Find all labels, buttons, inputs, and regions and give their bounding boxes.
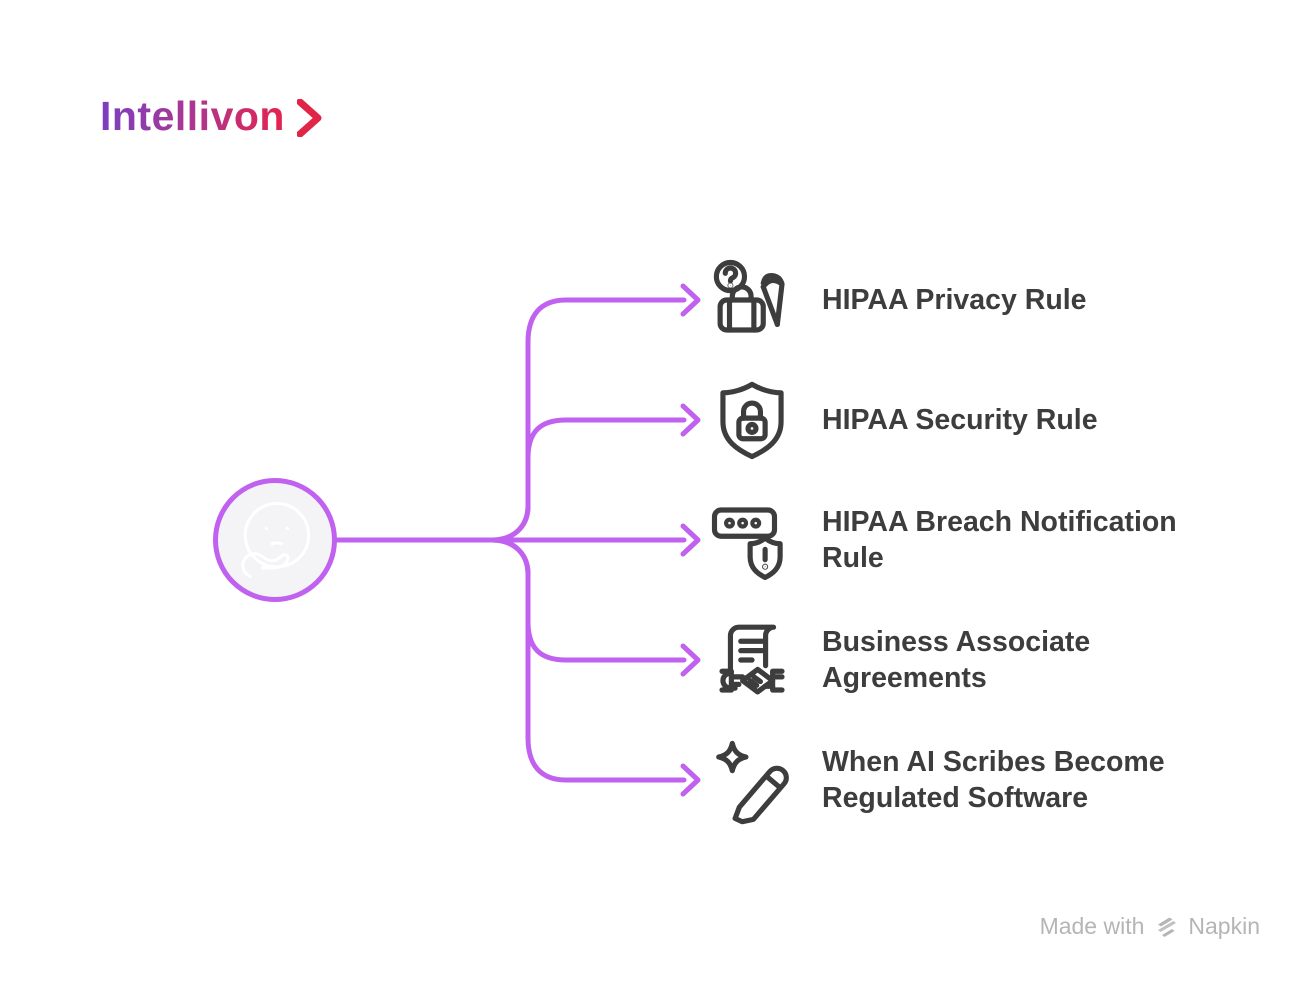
branch-label: Business Associate Agreements (822, 626, 1091, 694)
arrowhead-2 (680, 403, 701, 437)
thinking-face-icon (241, 501, 311, 579)
branch-item-business-associate-agreements[interactable]: Business Associate Agreements (706, 605, 1266, 715)
branch-item-hipaa-breach-notification-rule[interactable]: HIPAA Breach Notification Rule (706, 485, 1266, 595)
arrowhead-3 (680, 523, 701, 557)
intellivon-logo: Intellivon (100, 96, 323, 137)
branch-item-hipaa-security-rule[interactable]: HIPAA Security Rule (706, 365, 1266, 475)
branch-label: HIPAA Security Rule (822, 404, 1098, 436)
branch-curve-4 (489, 537, 687, 663)
logo-text: Intellivon (100, 93, 285, 139)
branch-curve-5 (489, 537, 687, 783)
branch-label: When AI Scribes Become Regulated Softwar… (822, 746, 1165, 814)
arrowhead-4 (680, 643, 701, 677)
arrowhead-1 (680, 283, 701, 317)
napkin-brand-text: Napkin (1188, 913, 1260, 939)
branch-label: HIPAA Breach Notification Rule (822, 506, 1177, 574)
central-topic-node[interactable] (213, 478, 337, 602)
arrowhead-5 (680, 763, 701, 797)
made-with-text: Made with (1039, 913, 1145, 939)
branch-label: HIPAA Privacy Rule (822, 284, 1087, 316)
contract-handshake-icon (706, 614, 798, 706)
pen-sparkle-icon (706, 734, 798, 826)
branch-item-ai-scribes-regulated-software[interactable]: When AI Scribes Become Regulated Softwar… (706, 725, 1266, 835)
branch-curve-2 (489, 417, 687, 543)
chevron-right-icon (296, 98, 322, 137)
shield-lock-icon (706, 374, 798, 466)
napkin-logo-icon (1158, 917, 1177, 937)
branch-item-hipaa-privacy-rule[interactable]: HIPAA Privacy Rule (706, 245, 1266, 355)
password-breach-alert-shield-icon (706, 494, 798, 586)
privacy-luggage-umbrella-question-icon (706, 254, 798, 346)
made-with-napkin-credit[interactable]: Made with Napkin (1040, 913, 1260, 940)
